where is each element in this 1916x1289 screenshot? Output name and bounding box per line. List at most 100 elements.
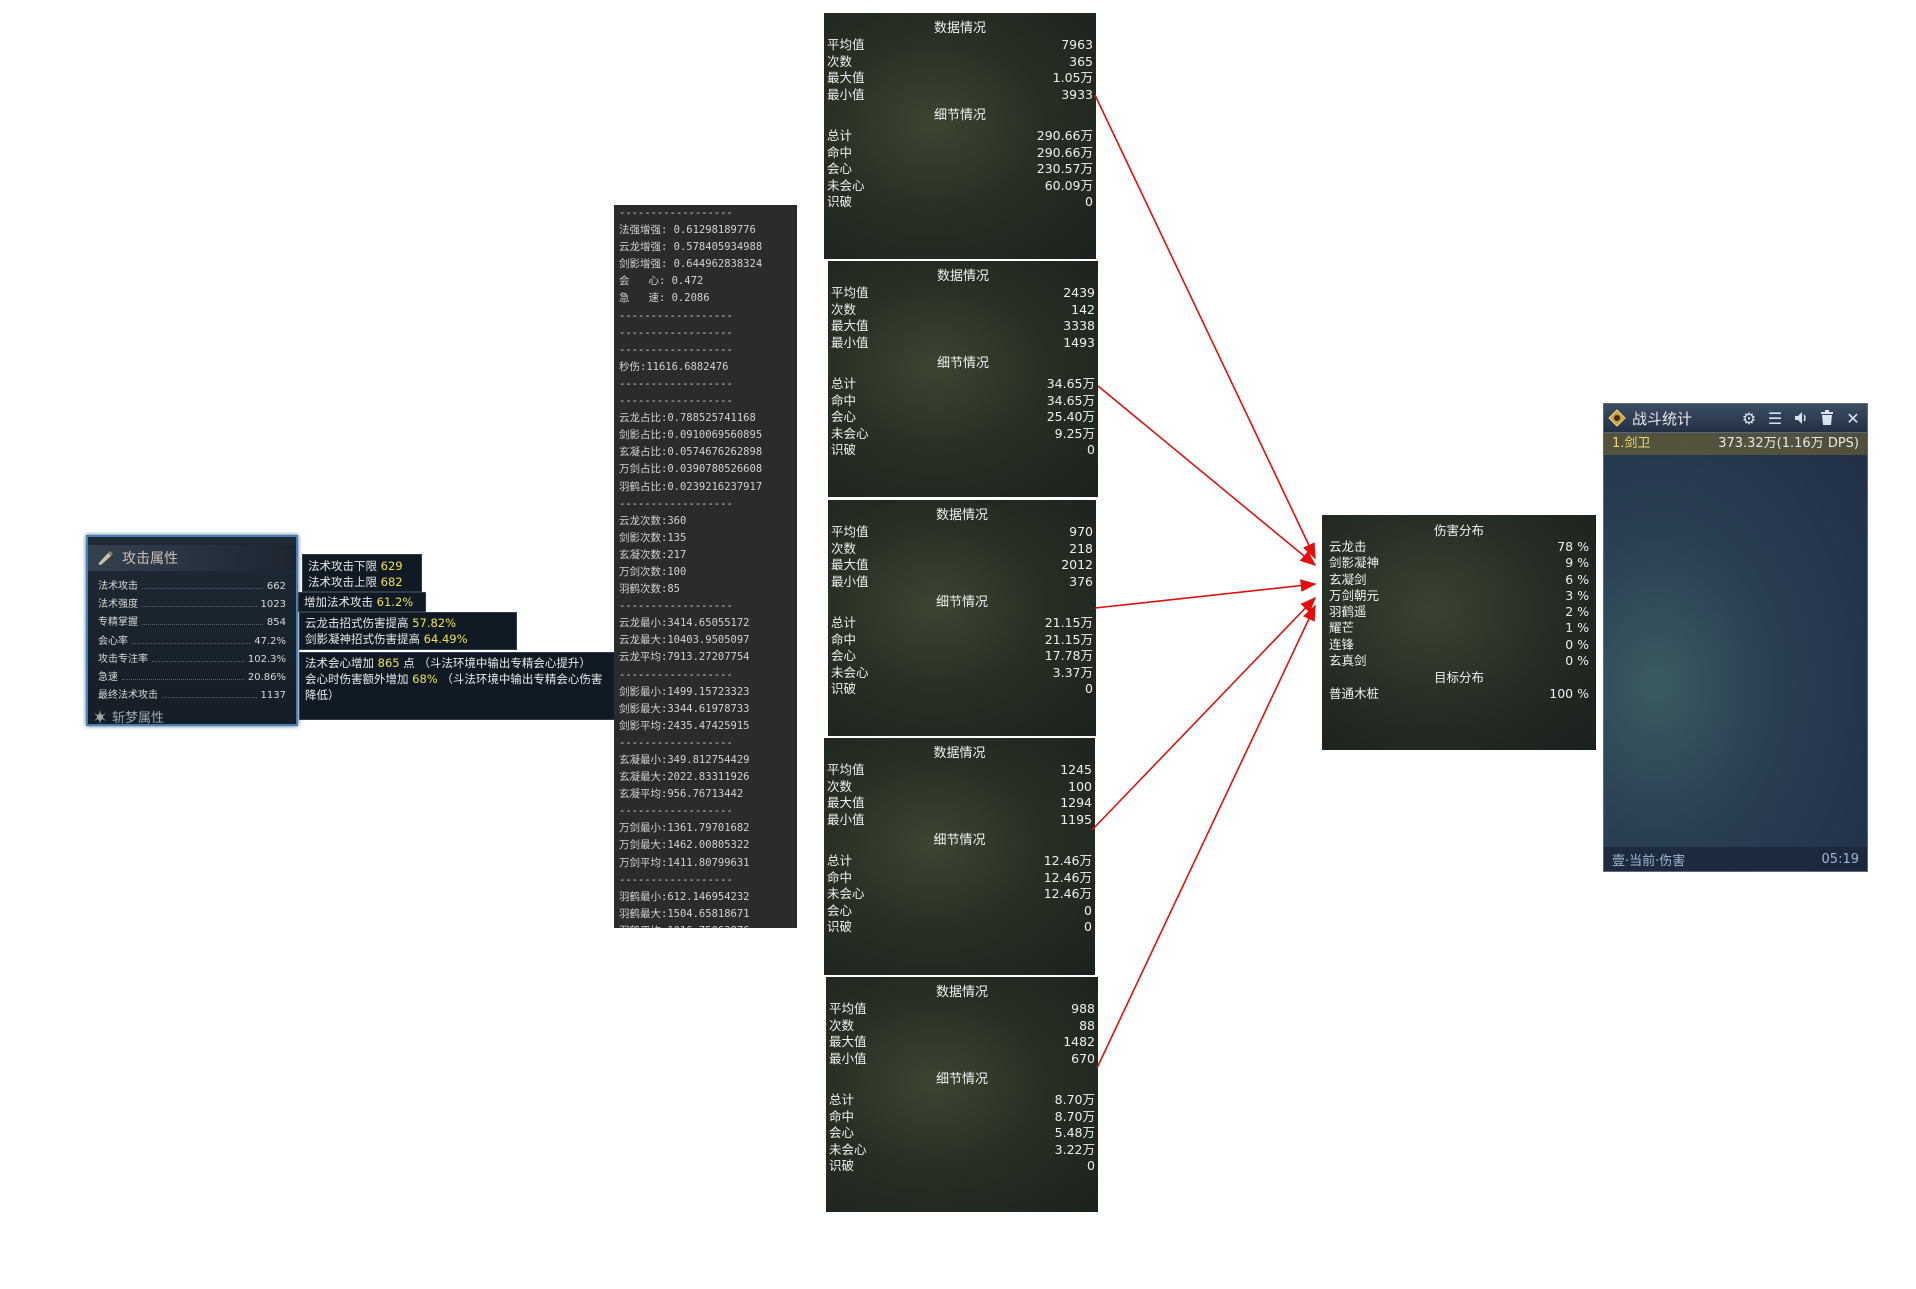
stat-value: 218	[1069, 540, 1093, 556]
stat-value: 3933	[1061, 86, 1093, 102]
console-line: ------------------	[619, 497, 733, 510]
tooltip-value: 61.2%	[376, 595, 414, 609]
stat-value: 1195	[1060, 811, 1092, 827]
stat-label: 识破	[829, 1158, 855, 1173]
skill-name: 剑影凝神	[1329, 555, 1380, 571]
tooltip-crit: 法术会心增加 865 点 （斗法环境中输出专精会心提升） 会心时伤害额外增加 6…	[299, 652, 615, 720]
damage-dist-title: 伤害分布	[1433, 523, 1484, 538]
stat-label: 会心	[831, 409, 857, 424]
attributes-header: 攻击属性	[88, 545, 296, 571]
attribute-value: 1023	[260, 599, 286, 611]
combat-title-bar[interactable]: 战斗统计 ⚙ ☰ ✕	[1604, 404, 1867, 433]
stat-label: 未会心	[827, 886, 865, 901]
console-line: ------------------	[619, 207, 733, 219]
stat-value: 5.48万	[1054, 1125, 1095, 1140]
console-line: 万剑最小:1361.79701682	[619, 822, 750, 835]
lotus-icon	[94, 709, 106, 724]
stat-label: 平均值	[831, 524, 869, 539]
list-icon[interactable]: ☰	[1767, 408, 1783, 428]
console-line: 云龙次数:360	[619, 514, 687, 527]
tooltip-value: 682	[380, 575, 403, 589]
tooltip-skill-damage: 云龙击招式伤害提高 57.82% 剑影凝神招式伤害提高 64.49%	[299, 612, 517, 650]
stat-value: 8.70万	[1054, 1108, 1095, 1124]
leader-dots	[122, 678, 244, 680]
tooltip-value: 64.49%	[423, 632, 468, 646]
stat-label: 识破	[831, 681, 857, 696]
console-line: 剑影最大:3344.61978733	[619, 702, 750, 715]
attribute-value: 102.3%	[247, 653, 286, 665]
console-line: ------------------	[619, 873, 733, 886]
attribute-value: 1137	[260, 690, 286, 702]
detail-title: 细节情况	[935, 595, 988, 610]
skill-percent: 0 %	[1565, 636, 1589, 652]
stat-value: 670	[1071, 1050, 1095, 1066]
combat-title: 战斗统计	[1632, 409, 1693, 428]
stat-label: 次数	[829, 1017, 855, 1033]
stat-value: 21.15万	[1044, 631, 1093, 647]
tooltip-attack-range: 法术攻击下限 629 法术攻击上限 682	[302, 554, 422, 592]
trash-icon[interactable]	[1817, 408, 1837, 428]
tooltip-label: 法术攻击上限	[308, 575, 381, 589]
combat-entry-row[interactable]: 1.剑卫 373.32万(1.16万 DPS)	[1604, 433, 1867, 455]
tooltip-label: 会心时伤害额外增加	[305, 672, 413, 686]
slash-attributes-tab[interactable]: 斩梦属性	[92, 707, 164, 726]
console-line: 羽鹤占比:0.0239216237917	[619, 480, 763, 493]
speaker-icon[interactable]	[1791, 408, 1811, 428]
console-line: ------------------	[619, 343, 733, 356]
console-line: ------------------	[619, 326, 733, 339]
combat-stats-window[interactable]: 战斗统计 ⚙ ☰ ✕ 1.剑卫 373.32万(1.16万 DPS) 壹·当前·…	[1603, 403, 1868, 872]
close-icon[interactable]: ✕	[1846, 408, 1860, 428]
data-title: 数据情况	[933, 746, 986, 761]
attribute-label: 专精掌握	[98, 617, 138, 629]
attribute-label: 法术强度	[98, 599, 138, 611]
console-line: 万剑平均:1411.80799631	[619, 856, 750, 869]
stat-value: 1482	[1063, 1034, 1095, 1049]
tooltip-spell-attack: 增加法术攻击 61.2%	[298, 592, 426, 612]
console-line: ------------------	[619, 668, 733, 681]
arrow-5	[1096, 604, 1316, 1069]
stat-label: 最大值	[831, 557, 869, 572]
stat-label: 最大值	[827, 795, 865, 810]
console-line: ------------------	[619, 600, 733, 613]
stat-label: 识破	[827, 194, 853, 209]
tooltip-label: 云龙击招式伤害提高	[305, 616, 413, 630]
target-dist-title: 目标分布	[1433, 670, 1484, 686]
skill-name: 普通木桩	[1329, 686, 1380, 702]
combat-timer: 05:19	[1821, 851, 1859, 867]
stat-value: 25.40万	[1046, 409, 1095, 424]
entry-value: 373.32万(1.16万 DPS)	[1718, 436, 1859, 451]
gear-icon[interactable]: ⚙	[1741, 408, 1757, 428]
stat-row: 会心 25.40万	[831, 409, 1095, 426]
stat-label: 会心	[827, 902, 853, 918]
stat-label: 总计	[831, 376, 857, 391]
attribute-value: 20.86%	[247, 671, 286, 683]
stat-label: 总计	[829, 1092, 855, 1107]
console-line: 万剑占比:0.0390780526608	[619, 463, 763, 476]
stat-value: 60.09万	[1044, 177, 1093, 193]
view-mode-label[interactable]: 壹·当前·伤害	[1612, 853, 1686, 869]
stat-label: 平均值	[831, 285, 869, 300]
